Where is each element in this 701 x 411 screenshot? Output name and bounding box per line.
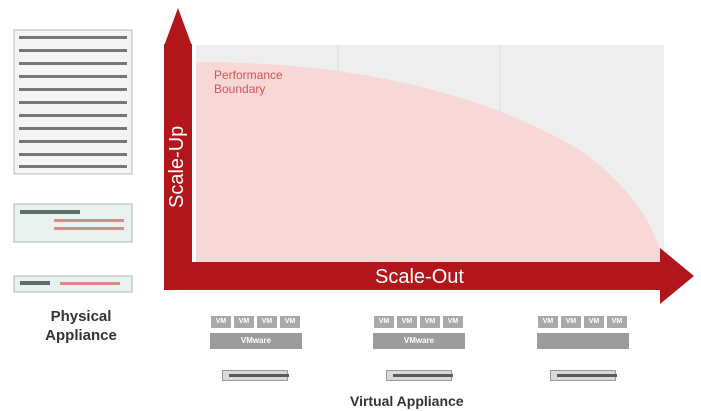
virtual-appliance-label: Virtual Appliance bbox=[350, 393, 464, 409]
physical-rack-large bbox=[13, 29, 133, 175]
scale-up-arrow bbox=[164, 8, 192, 46]
performance-boundary-label: Performance Boundary bbox=[214, 68, 283, 96]
vm-chip: VM bbox=[373, 315, 395, 329]
hypervisor-bar-unlabeled bbox=[537, 333, 629, 349]
vm-chip: VM bbox=[606, 315, 628, 329]
performance-boundary-area bbox=[196, 62, 664, 265]
scale-out-arrow bbox=[660, 248, 694, 304]
physical-label-line2: Appliance bbox=[45, 327, 117, 344]
vm-chip: VM bbox=[560, 315, 582, 329]
vm-chip: VM bbox=[396, 315, 418, 329]
vm-chip: VM bbox=[279, 315, 301, 329]
vm-chip: VM bbox=[583, 315, 605, 329]
physical-appliance-label: Physical Appliance bbox=[26, 307, 136, 345]
scale-out-label: Scale-Out bbox=[375, 266, 464, 288]
host-server bbox=[222, 370, 289, 381]
vm-chip: VM bbox=[442, 315, 464, 329]
physical-appliance-small bbox=[13, 275, 133, 293]
scale-up-label: Scale-Up bbox=[166, 125, 188, 208]
physical-label-line1: Physical bbox=[50, 308, 112, 325]
vm-chip: VM bbox=[419, 315, 441, 329]
performance-label-line1: Performance bbox=[214, 68, 283, 82]
hypervisor-bar: VMware bbox=[210, 333, 302, 349]
host-server bbox=[550, 370, 617, 381]
vm-chip: VM bbox=[537, 315, 559, 329]
vm-chip: VM bbox=[233, 315, 255, 329]
host-server bbox=[386, 370, 453, 381]
scale-up-shaft bbox=[164, 44, 192, 290]
vm-chip: VM bbox=[210, 315, 232, 329]
performance-label-line2: Boundary bbox=[214, 82, 266, 96]
vm-chip: VM bbox=[256, 315, 278, 329]
physical-appliance-medium bbox=[13, 203, 133, 243]
scale-out-shaft bbox=[164, 262, 664, 290]
hypervisor-bar: VMware bbox=[373, 333, 465, 349]
